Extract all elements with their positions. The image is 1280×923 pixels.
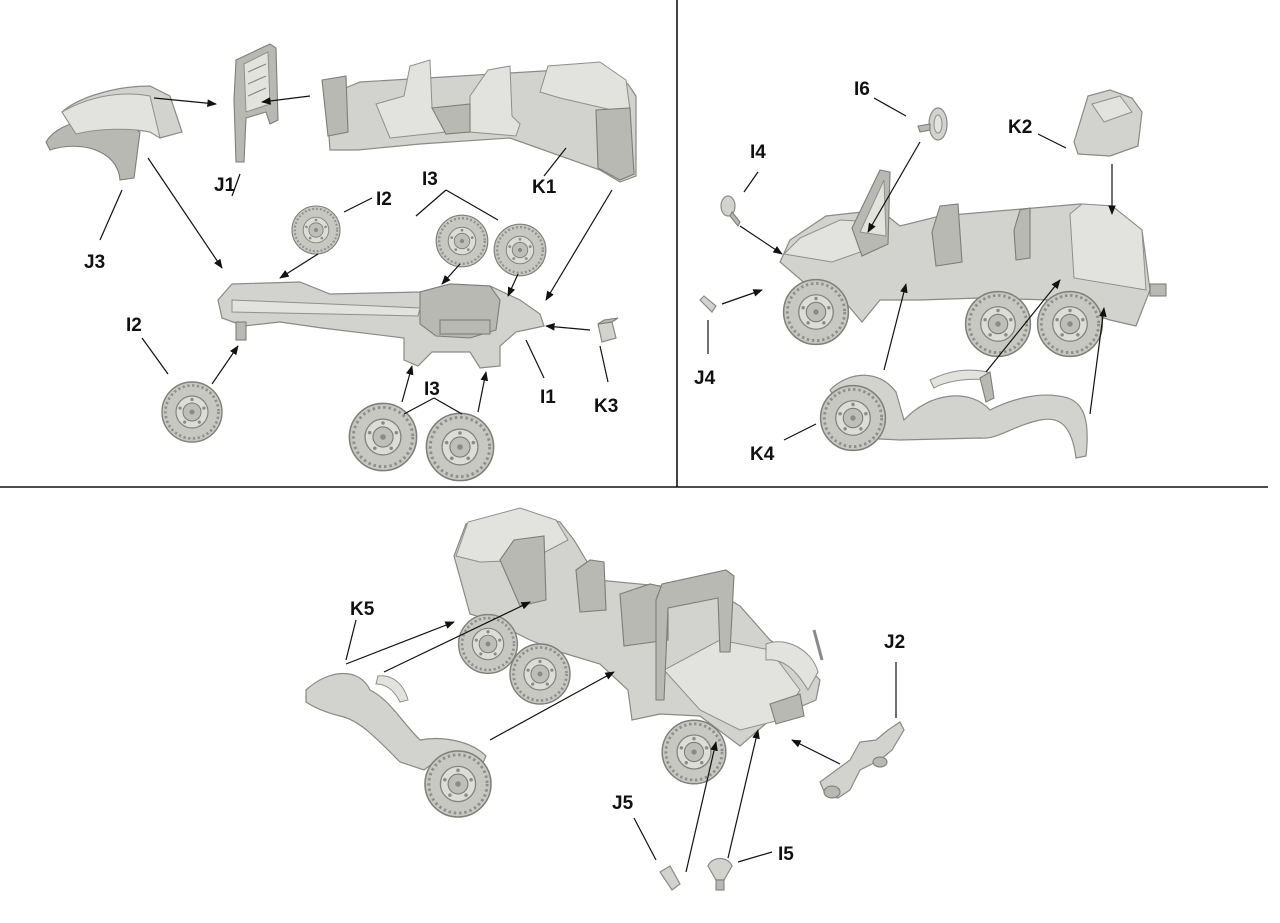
label-j5: J5: [612, 793, 634, 814]
label-i1: I1: [540, 387, 556, 408]
part-chassis-frame: [217, 281, 545, 369]
arrow-i6-to-vehicle: [867, 141, 921, 233]
label-j1: J1: [214, 175, 236, 196]
label-j2: J2: [884, 632, 905, 653]
label-k4: K4: [750, 444, 775, 465]
arrow-j3-to-chassis: [147, 157, 223, 269]
part-i2-wheel-bottom-left: [160, 380, 224, 444]
label-i3-bottom: I3: [424, 379, 440, 400]
part-k1-body-tub: [321, 59, 637, 183]
part-wheel-step2-front: [782, 278, 850, 346]
part-j5-pin: [659, 865, 681, 891]
step-3-panel: K5 J2 J5 I5: [305, 507, 905, 891]
part-k5-wheel: [423, 749, 493, 819]
label-k3: K3: [594, 396, 618, 417]
part-j3-hood-fender: [45, 85, 183, 181]
arrow-j3-to-j1: [153, 97, 217, 107]
label-k5: K5: [350, 599, 375, 620]
arrow-k4-to-vehicle-b: [985, 279, 1061, 373]
label-i2-left: I2: [126, 315, 142, 336]
part-wheel-step3-rear-a: [457, 613, 519, 675]
label-k1: K1: [532, 177, 557, 198]
part-k2-folded-top: [1073, 89, 1143, 157]
step-2-panel: I6 K2 I4 J4 K4: [694, 79, 1167, 465]
arrow-k5-to-vehicle-b: [383, 601, 531, 673]
arrow-i3-left-to-chassis: [441, 263, 461, 285]
label-j4: J4: [694, 368, 716, 389]
part-wheel-step2-mid: [964, 290, 1032, 358]
part-j2-bumper: [819, 721, 905, 799]
part-k3-block: [597, 317, 619, 343]
arrow-i2-left-to-chassis: [211, 345, 239, 385]
label-i2-top: I2: [376, 189, 392, 210]
part-i6-steering-wheel: [917, 107, 948, 141]
arrow-k5-to-vehicle-c: [489, 671, 615, 741]
arrow-k1-to-chassis: [545, 189, 613, 301]
part-k4-rear-fenders: [829, 369, 1088, 459]
part-i3-wheel-bottom-left: [347, 401, 419, 473]
arrow-i5-to-vehicle: [727, 729, 760, 859]
label-i3-top: I3: [422, 169, 438, 190]
arrow-i3-br-to-chassis: [477, 371, 489, 413]
arrow-j5-to-vehicle: [685, 741, 718, 873]
part-i3-wheel-bottom-right: [424, 411, 496, 483]
arrow-k3-to-chassis: [545, 322, 591, 331]
label-k2: K2: [1008, 117, 1032, 138]
part-i3-wheel-top-left: [435, 214, 489, 268]
part-wheel-step3-rear-b: [508, 642, 572, 706]
arrow-k5-to-vehicle-a: [345, 621, 455, 665]
arrow-k4-to-vehicle-c: [1089, 307, 1107, 415]
part-i4-mirror: [720, 195, 741, 228]
part-j4-rod: [699, 295, 717, 313]
arrow-j4-to-vehicle: [721, 289, 763, 305]
arrow-i3-bl-to-chassis: [401, 365, 414, 403]
arrow-j2-to-vehicle: [791, 739, 841, 765]
part-k4-wheel: [819, 384, 887, 452]
part-i3-wheel-top-right: [493, 223, 547, 277]
label-i6: I6: [854, 79, 870, 100]
part-wheel-step3-front: [660, 718, 728, 786]
part-j1-windshield-frame: [233, 43, 279, 163]
label-i5: I5: [778, 844, 794, 865]
arrow-i2-top-to-chassis: [279, 253, 319, 279]
part-i2-wheel-top: [290, 204, 342, 256]
step-1-panel: J3 J1 K1 I2 I3 I2 I3 I1 K3: [45, 43, 637, 483]
part-wheel-step2-rear: [1036, 290, 1104, 358]
arrow-i3-right-to-chassis: [507, 273, 519, 297]
label-i4: I4: [750, 142, 766, 163]
arrow-k1-to-j1: [261, 95, 311, 105]
arrow-k4-to-vehicle-a: [883, 283, 908, 371]
arrow-i4-to-vehicle: [739, 225, 783, 255]
part-i5-headlight: [707, 857, 733, 891]
label-j3: J3: [84, 252, 105, 273]
